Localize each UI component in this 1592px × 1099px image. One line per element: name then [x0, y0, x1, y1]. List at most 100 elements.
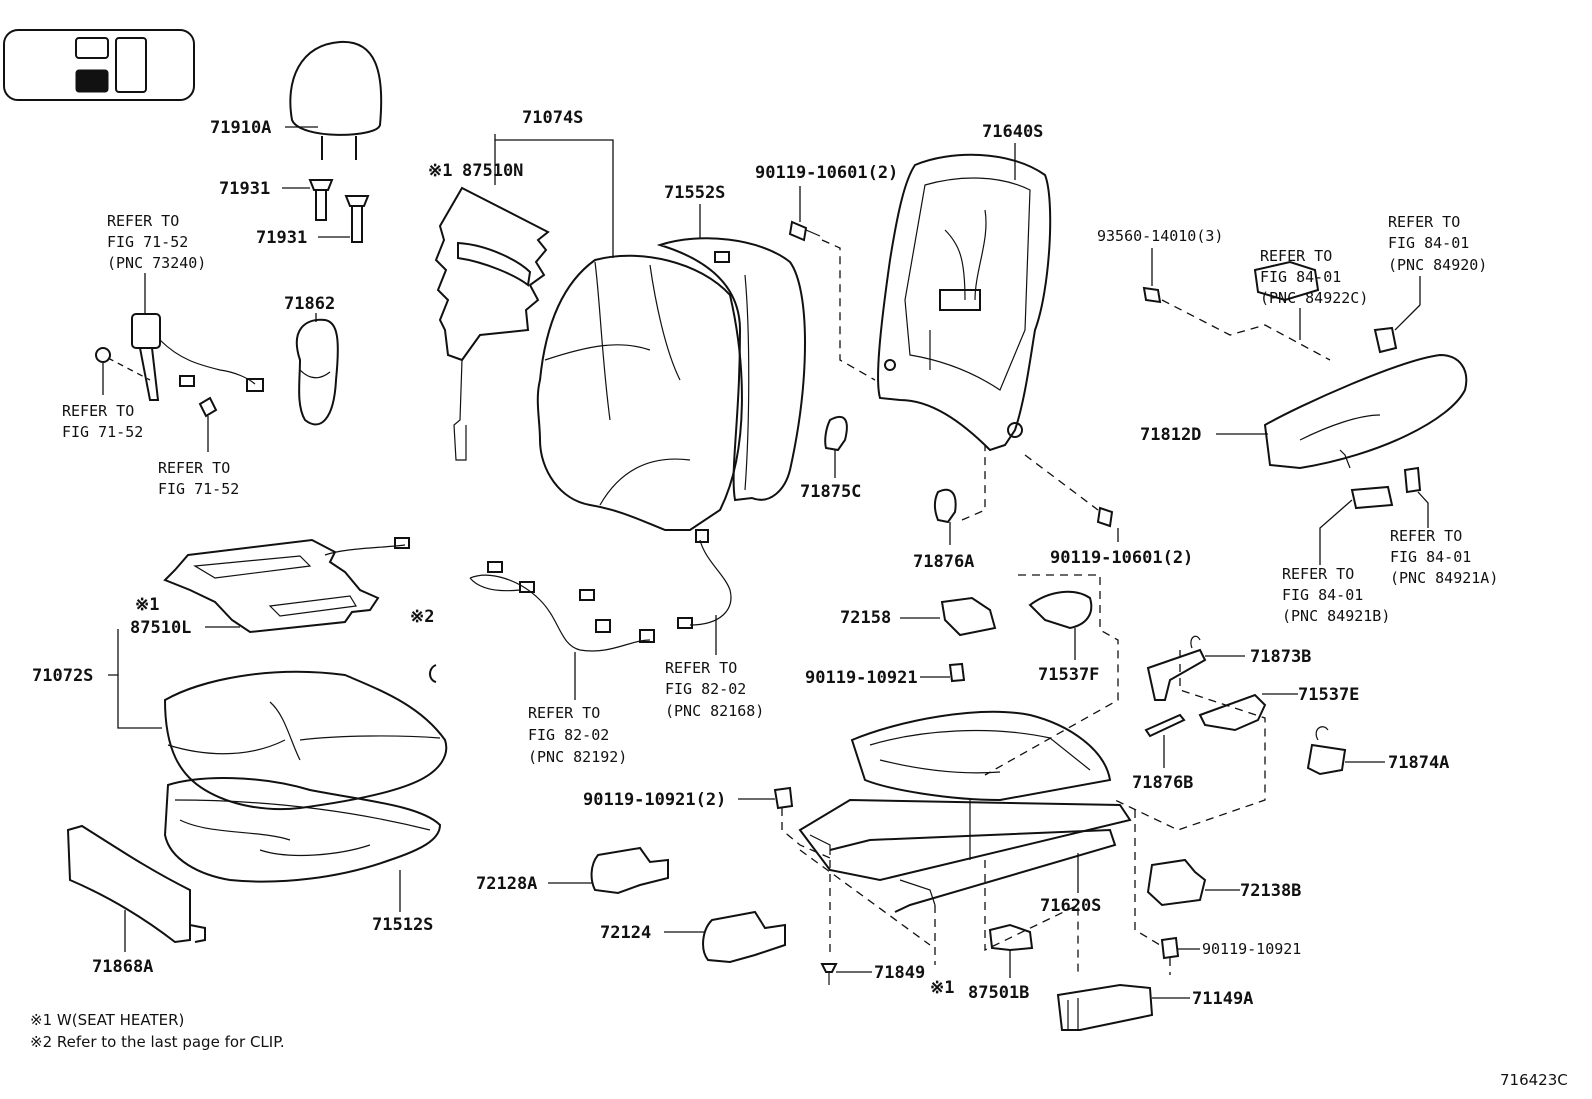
- part-label-71512S: 71512S: [372, 915, 433, 935]
- seatback-harness-drawing: [677, 529, 732, 629]
- refer-note-1: REFER TO FIG 71-52 (PNC 73240): [107, 212, 206, 272]
- svg-text:REFER TO: REFER TO: [665, 659, 737, 677]
- part-label-72138B: 72138B: [1240, 881, 1301, 901]
- bolt-icon: [1160, 936, 1180, 960]
- part-label-71862: 71862: [284, 294, 335, 314]
- cover-72124-drawing: [702, 910, 786, 964]
- refer-note-8: REFER TO FIG 84-01 (PNC 84921A): [1390, 527, 1498, 587]
- part-label-71868A: 71868A: [92, 957, 153, 977]
- cushion-harness-drawing: [469, 561, 655, 652]
- mark-note-1-87510N: ※1: [428, 161, 452, 181]
- part-label-71876A: 71876A: [913, 552, 974, 572]
- svg-text:REFER TO: REFER TO: [1388, 213, 1460, 231]
- side-shield-drawing: [1263, 353, 1468, 470]
- cushion-front-trim-drawing: [66, 824, 206, 944]
- svg-text:(PNC 84920): (PNC 84920): [1388, 256, 1487, 274]
- svg-text:(PNC 84921A): (PNC 84921A): [1390, 569, 1498, 587]
- part-label-71072S: 71072S: [32, 666, 93, 686]
- svg-text:REFER TO: REFER TO: [1260, 247, 1332, 265]
- svg-text:REFER TO: REFER TO: [528, 704, 600, 722]
- mark-note-2: ※2: [410, 607, 434, 627]
- part-label-71812D: 71812D: [1140, 425, 1201, 445]
- refer-note-5: REFER TO FIG 82-02 (PNC 82192): [528, 704, 627, 766]
- part-label-71931-a: 71931: [219, 179, 270, 199]
- part-label-71620S: 71620S: [1040, 896, 1101, 916]
- figure-code: 716423C: [1500, 1071, 1568, 1089]
- svg-text:FIG 82-02: FIG 82-02: [528, 726, 609, 744]
- svg-text:REFER TO: REFER TO: [107, 212, 179, 230]
- part-label-90119-10921-a: 90119-10921: [805, 668, 918, 688]
- knob-drawing: [1403, 466, 1422, 494]
- recliner-cover-71876A: [934, 488, 957, 524]
- part-label-71873B: 71873B: [1250, 647, 1311, 667]
- svg-text:FIG 71-52: FIG 71-52: [62, 423, 143, 441]
- cushion-heater-drawing: [163, 537, 410, 634]
- mark-note-1-71849: ※1: [930, 978, 954, 998]
- refer-note-2: REFER TO FIG 71-52: [62, 402, 143, 441]
- part-label-71537F: 71537F: [1038, 665, 1099, 685]
- cover-72138B-drawing: [1146, 858, 1207, 907]
- part-label-90119-10601-bot: 90119-10601(2): [1050, 548, 1193, 568]
- part-label-90119-10601-top: 90119-10601(2): [755, 163, 898, 183]
- part-label-71910A: 71910A: [210, 118, 271, 138]
- bolt-icon: [1096, 506, 1114, 528]
- part-label-72128A: 72128A: [476, 874, 537, 894]
- svg-text:(PNC 82168): (PNC 82168): [665, 702, 764, 720]
- part-label-71537E: 71537E: [1298, 685, 1359, 705]
- seatback-cover-rear-drawing: [656, 237, 806, 502]
- part-label-90119-10921-2: 90119-10921(2): [583, 790, 726, 810]
- cushion-pad-drawing: [163, 777, 442, 883]
- svg-text:(PNC 73240): (PNC 73240): [107, 254, 206, 272]
- svg-text:FIG 84-01: FIG 84-01: [1282, 586, 1363, 604]
- cover-72128A-drawing: [590, 846, 669, 895]
- part-label-71149A: 71149A: [1192, 989, 1253, 1009]
- headrest-support-drawing: [308, 179, 370, 243]
- part-label-71849: 71849: [874, 963, 925, 983]
- svg-text:FIG 84-01: FIG 84-01: [1390, 548, 1471, 566]
- part-label-87501B: 87501B: [968, 983, 1029, 1003]
- part-label-71552S: 71552S: [664, 183, 725, 203]
- part-label-93560: 93560-14010(3): [1097, 227, 1223, 245]
- cover-71149A-drawing: [1056, 983, 1154, 1031]
- seatback-cover-front-drawing: [536, 254, 743, 531]
- screw-icon: [1142, 286, 1162, 304]
- footnote-2: ※2 Refer to the last page for CLIP.: [30, 1033, 285, 1051]
- switch-drawing: [1253, 260, 1320, 302]
- seat-track-drawing: [798, 710, 1132, 913]
- seat-belt-buckle-drawing: [95, 313, 264, 418]
- headrest-drawing: [289, 40, 383, 160]
- svg-text:(PNC 82192): (PNC 82192): [528, 748, 627, 766]
- svg-text:FIG 82-02: FIG 82-02: [665, 680, 746, 698]
- refer-note-7: REFER TO FIG 84-01 (PNC 84920): [1388, 213, 1487, 274]
- bolt-icon: [948, 662, 966, 683]
- mark-note-1-87510L: ※1: [135, 595, 159, 615]
- part-label-71876B: 71876B: [1132, 773, 1193, 793]
- bracket-71874A-drawing: [1306, 726, 1347, 776]
- part-label-90119-10921-b: 90119-10921: [1202, 940, 1301, 958]
- part-label-87510N: 87510N: [462, 161, 523, 181]
- cover-72158-drawing: [940, 596, 997, 637]
- svg-text:(PNC 84922C): (PNC 84922C): [1260, 289, 1368, 307]
- part-label-71875C: 71875C: [800, 482, 861, 502]
- part-label-72158: 72158: [840, 608, 891, 628]
- part-label-71874A: 71874A: [1388, 753, 1449, 773]
- svg-text:FIG 84-01: FIG 84-01: [1388, 234, 1469, 252]
- bracket-71537E-drawing: [1198, 693, 1267, 732]
- part-label-72124: 72124: [600, 923, 651, 943]
- refer-note-3: REFER TO FIG 71-52: [158, 459, 239, 498]
- part-label-71931-b: 71931: [256, 228, 307, 248]
- screw-icon: [820, 963, 838, 985]
- connector-87501B-drawing: [988, 923, 1034, 952]
- svg-text:REFER TO: REFER TO: [1282, 565, 1354, 583]
- svg-text:(PNC 84921B): (PNC 84921B): [1282, 607, 1390, 625]
- knob-drawing: [1373, 326, 1398, 354]
- svg-text:REFER TO: REFER TO: [1390, 527, 1462, 545]
- footnote-1: ※1 W(SEAT HEATER): [30, 1011, 184, 1029]
- knob-drawing: [1350, 485, 1394, 510]
- svg-text:FIG 71-52: FIG 71-52: [107, 233, 188, 251]
- recliner-cover-71875C: [824, 415, 848, 452]
- part-label-71074S: 71074S: [522, 108, 583, 128]
- vehicle-locator-icon: [3, 29, 195, 101]
